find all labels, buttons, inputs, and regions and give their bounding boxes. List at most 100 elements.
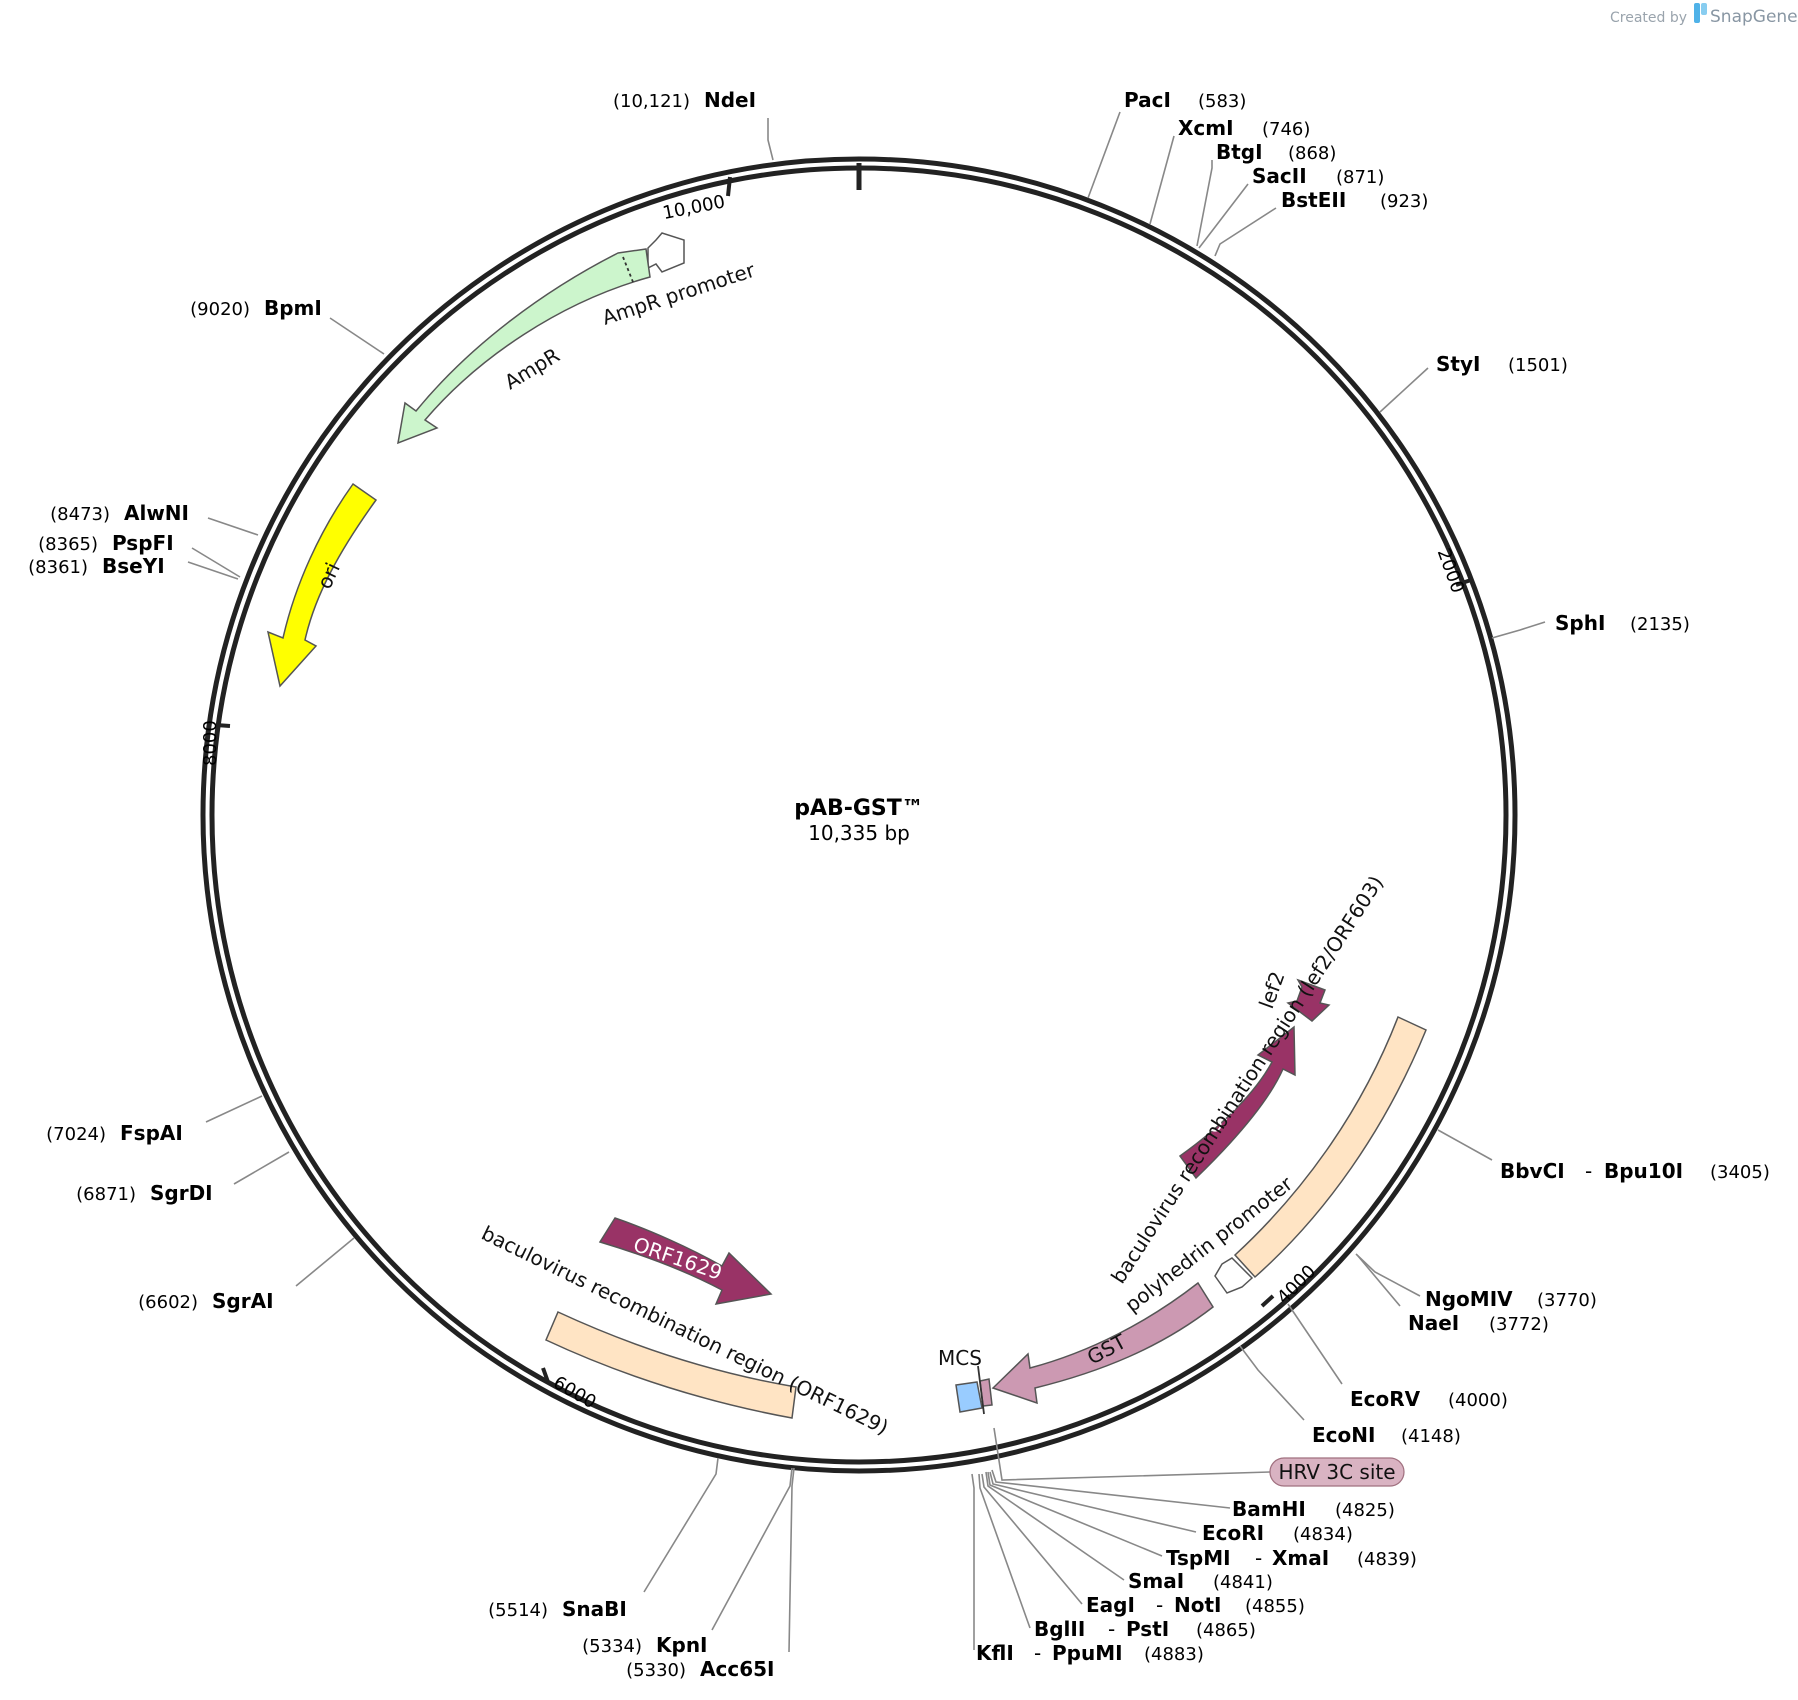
site-ndei[interactable]: (10,121) NdeI [613, 88, 774, 161]
credit-prefix: Created by [1610, 10, 1687, 26]
site-bpmi-pos: (9020) [190, 299, 250, 320]
snapgene-logo-icon [1694, 3, 1707, 23]
credit-brand: SnapGene [1710, 7, 1798, 27]
site-kpni[interactable]: (5334) KpnI [582, 1467, 793, 1657]
site-bsteii-pos: (923) [1380, 191, 1428, 212]
site-sacii[interactable]: SacII (871) [1198, 164, 1384, 249]
site-sgrai-pos: (6602) [138, 1292, 198, 1313]
site-bamhi-pos: (4825) [1335, 1500, 1395, 1521]
site-kpni-name: KpnI [656, 1633, 708, 1657]
site-bseyi[interactable]: (8361) BseYI [28, 554, 239, 580]
site-acc65i[interactable]: (5330) Acc65I [626, 1467, 795, 1681]
site-kpni-pos: (5334) [582, 1636, 642, 1657]
site-econi-pos: (4148) [1401, 1426, 1461, 1447]
site-sphi[interactable]: SphI (2135) [1491, 611, 1690, 639]
site-pspfi[interactable]: (8365) PspFI [38, 531, 241, 578]
site-bsteii[interactable]: BstEII (923) [1214, 188, 1428, 257]
site-fspai-pos: (7024) [46, 1124, 106, 1145]
site-snabi[interactable]: (5514) SnaBI [488, 1457, 719, 1621]
site-bbvci-sep: - [1585, 1159, 1592, 1183]
site-styi-name: StyI [1436, 352, 1480, 376]
site-sgrdi-pos: (6871) [76, 1184, 136, 1205]
site-tspmi[interactable]: TspMI - XmaI (4839) [987, 1471, 1417, 1570]
site-acc65i-pos: (5330) [626, 1660, 686, 1681]
ori-feature[interactable] [266, 482, 378, 688]
site-bpmi-name: BpmI [264, 296, 322, 320]
site-sphi-name: SphI [1555, 611, 1605, 635]
site-ecorv[interactable]: EcoRV (4000) [1287, 1303, 1508, 1411]
site-eagi[interactable]: EagI - NotI (4855) [981, 1473, 1305, 1617]
site-kfli-name: KflI [976, 1641, 1014, 1665]
site-smai[interactable]: SmaI (4841) [985, 1471, 1273, 1593]
site-pspfi-name: PspFI [112, 531, 174, 555]
lef2-feature[interactable] [1286, 978, 1331, 1022]
orf603-feature[interactable] [1178, 1025, 1296, 1180]
backbone [200, 156, 1518, 1474]
site-btgi-name: BtgI [1216, 140, 1263, 164]
site-eagi-sep: - [1156, 1593, 1163, 1617]
site-ndei-pos: (10,121) [613, 91, 690, 112]
site-xcmi-name: XcmI [1178, 116, 1234, 140]
site-snabi-name: SnaBI [562, 1597, 627, 1621]
site-kfli[interactable]: KflI - PpuMI (4883) [971, 1473, 1204, 1665]
mcs-feature[interactable] [955, 1365, 985, 1415]
site-ecori-name: EcoRI [1202, 1521, 1264, 1545]
hrv-3c-callout[interactable]: HRV 3C site [993, 1427, 1405, 1487]
site-bglii-name2: PstI [1126, 1617, 1169, 1641]
site-paci[interactable]: PacI (583) [1087, 88, 1246, 199]
site-bamhi-name: BamHI [1232, 1497, 1306, 1521]
site-econi[interactable]: EcoNI (4148) [1239, 1345, 1461, 1447]
site-fspai-name: FspAI [120, 1121, 183, 1145]
site-naei[interactable]: NaeI (3772) [1357, 1255, 1549, 1335]
gst-feature[interactable] [991, 1281, 1214, 1405]
site-tspmi-sep: - [1255, 1546, 1262, 1570]
site-pspfi-pos: (8365) [38, 534, 98, 555]
tick-4000: 4000 [1260, 1261, 1320, 1308]
site-bpmi[interactable]: (9020) BpmI [190, 296, 385, 355]
site-alwni[interactable]: (8473) AlwNI [50, 501, 259, 536]
site-sgrai[interactable]: (6602) SgrAI [138, 1237, 355, 1313]
ampr-feature[interactable] [397, 248, 651, 445]
ampr-promoter-feature[interactable] [647, 232, 685, 273]
site-tspmi-name: TspMI [1166, 1546, 1231, 1570]
site-fspai[interactable]: (7024) FspAI [46, 1095, 263, 1145]
site-tspmi-name2: XmaI [1272, 1546, 1329, 1570]
polyhedrin-promoter-feature[interactable] [1214, 1257, 1254, 1294]
site-bbvci[interactable]: BbvCI - Bpu10I (3405) [1437, 1129, 1770, 1183]
tick-label-8000: 8000 [200, 720, 221, 766]
site-ecorv-name: EcoRV [1350, 1387, 1421, 1411]
mcs-label: MCS [938, 1346, 982, 1370]
site-ngomiv[interactable]: NgoMIV (3770) [1355, 1253, 1597, 1311]
site-naei-name: NaeI [1408, 1311, 1459, 1335]
bac-region-orf1629-feature[interactable] [545, 1310, 797, 1419]
site-sgrdi[interactable]: (6871) SgrDI [76, 1151, 290, 1205]
site-bbvci-name: BbvCI [1500, 1159, 1565, 1183]
site-ecori[interactable]: EcoRI (4834) [989, 1471, 1353, 1545]
site-styi[interactable]: StyI (1501) [1379, 352, 1568, 413]
site-btgi[interactable]: BtgI (868) [1196, 140, 1336, 247]
site-kfli-pos: (4883) [1144, 1644, 1204, 1665]
site-ecori-pos: (4834) [1293, 1524, 1353, 1545]
site-eagi-name: EagI [1086, 1593, 1135, 1617]
orf1629-feature[interactable] [598, 1217, 773, 1305]
site-bglii[interactable]: BglII - PstI (4865) [978, 1473, 1256, 1641]
site-bglii-sep: - [1108, 1617, 1115, 1641]
site-ngomiv-pos: (3770) [1537, 1290, 1597, 1311]
site-sgrdi-name: SgrDI [150, 1181, 213, 1205]
site-eagi-name2: NotI [1174, 1593, 1221, 1617]
site-ndei-name: NdeI [704, 88, 756, 112]
site-bglii-name: BglII [1034, 1617, 1085, 1641]
site-kfli-sep: - [1034, 1641, 1041, 1665]
site-bsteii-name: BstEII [1281, 188, 1346, 212]
tick-8000: 8000 [200, 720, 231, 766]
site-paci-name: PacI [1124, 88, 1171, 112]
site-snabi-pos: (5514) [488, 1600, 548, 1621]
site-bamhi[interactable]: BamHI (4825) [991, 1469, 1395, 1521]
site-paci-pos: (583) [1198, 91, 1246, 112]
site-tspmi-pos: (4839) [1357, 1549, 1417, 1570]
site-smai-name: SmaI [1128, 1569, 1184, 1593]
credit: Created by SnapGene [1610, 3, 1798, 27]
site-xcmi[interactable]: XcmI (746) [1149, 116, 1310, 225]
site-alwni-pos: (8473) [50, 504, 110, 525]
bac-region-lef2-feature[interactable] [1233, 1015, 1427, 1279]
